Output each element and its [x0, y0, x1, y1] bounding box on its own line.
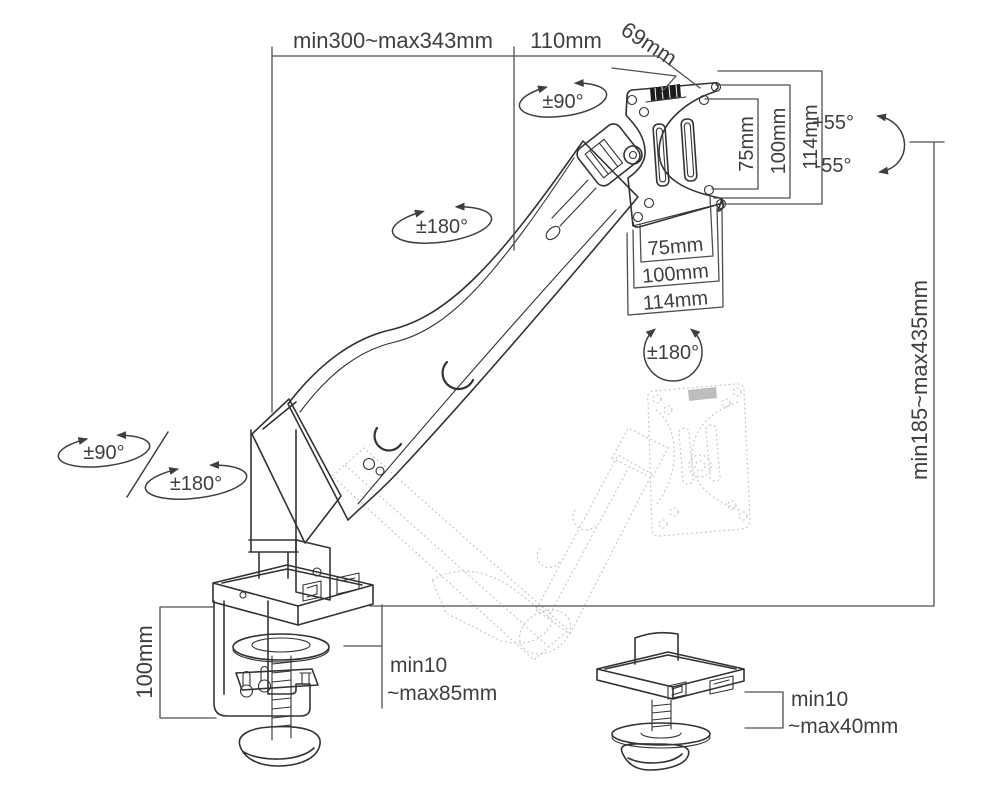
vesa-114-vertical-bracket: [717, 70, 823, 205]
base-swivel-90-label: ±90°: [83, 442, 124, 464]
grommet-mount-base: [596, 631, 745, 771]
vesa-plate-outline: [625, 82, 724, 228]
pole-and-base: [212, 429, 374, 626]
tilt-down-label: -55°: [815, 155, 852, 177]
desk-clamp: [213, 600, 330, 767]
vesa-h-114-label: 114mm: [642, 287, 709, 315]
tilt-arrow-icon: [876, 113, 906, 175]
ghost-cable-clips: [536, 509, 598, 569]
base-swivel-180-label: ±180°: [170, 473, 222, 495]
vesa-v-114-label: 114mm: [800, 104, 822, 169]
ghost-vesa-slot-right: [705, 424, 721, 482]
grommet-range-max-label: ~max40mm: [788, 715, 898, 738]
clamp-height-dimension: [159, 606, 217, 719]
grommet-flange: [611, 722, 711, 746]
clamp-wing-knob: [238, 725, 321, 767]
ghost-vesa-slot-left: [678, 427, 694, 485]
clamp-height-label: 100mm: [132, 625, 157, 698]
grommet-usb-ports: [667, 675, 734, 700]
ghost-arm-lowered-position: [331, 383, 751, 661]
ghost-vesa-holes: [652, 387, 748, 529]
vesa-100-horizontal-bracket: [632, 207, 720, 289]
offset-label: 110mm: [530, 28, 602, 53]
vesa-v-100-label: 100mm: [768, 108, 790, 175]
grommet-wing-knob: [620, 743, 690, 771]
height-range-label: min185~max435mm: [907, 280, 932, 480]
ghost-head-joint: [611, 427, 669, 479]
vesa-100-vertical-bracket: [713, 84, 791, 199]
vesa-h-75-label: 75mm: [647, 234, 704, 261]
head-swivel-label: ±90°: [542, 91, 583, 113]
height-range-dimension: [369, 141, 945, 607]
depth-leader-lines: [611, 55, 701, 94]
grommet-range-min-label: min10: [791, 688, 848, 711]
dimension-lines: [159, 46, 945, 729]
arm-rear-plate: [251, 398, 342, 544]
clamp-keyhole-slots: [242, 665, 269, 687]
arm-body: [287, 140, 639, 521]
ghost-clamp-foot: [431, 570, 554, 644]
base-screw-hole: [239, 591, 247, 599]
vesa-slots: [652, 118, 698, 187]
forearm-swivel-label: ±180°: [416, 216, 468, 238]
base-swivel-90-arrow-icon: [57, 431, 151, 468]
gas-spring-arm: [251, 123, 643, 601]
vesa-114-horizontal-bracket: [626, 209, 724, 316]
reach-label: min300~max343mm: [293, 28, 493, 53]
clamp-range-max-label: ~max85mm: [387, 682, 497, 705]
ghost-forearm: [535, 454, 653, 635]
vesa-75-horizontal-bracket: [639, 195, 714, 263]
clamp-thickness-bracket: [343, 604, 383, 709]
arm-head-clevis: [576, 123, 641, 187]
base-swivel-180-arrow-icon: [144, 460, 248, 500]
clamp-arm-plate: [235, 668, 319, 691]
vesa-h-100-label: 100mm: [641, 260, 709, 288]
forearm-swivel-arrow-icon: [391, 202, 493, 244]
tilt-pivot: [623, 145, 643, 165]
tilt-up-label: +55°: [812, 112, 854, 134]
vesa-plate: [625, 81, 727, 228]
arm-swivel-housing: [295, 539, 331, 601]
grommet-thickness-bracket: [744, 691, 784, 729]
vesa-v-75-label: 75mm: [736, 116, 758, 172]
head-swivel-arrow-icon: [518, 78, 608, 118]
dimension-labels: min300~max343mm 110mm 69mm ±90° ±180° ±9…: [83, 17, 932, 738]
base-usb-ports: [302, 572, 360, 602]
monitor-arm-artwork: [212, 81, 745, 771]
ghost-vesa-plate-waist: [655, 401, 741, 511]
clamp-range-min-label: min10: [390, 654, 447, 677]
grommet-threaded-rod: [651, 699, 672, 732]
ghost-elbow-joint: [518, 609, 572, 655]
ghost-vesa-plate-outline: [647, 383, 751, 537]
vesa-thumbscrew-knob: [650, 84, 681, 101]
cable-management-clips: [373, 360, 475, 452]
vesa-75-vertical-bracket: [704, 98, 759, 190]
ghost-vesa-knob: [688, 387, 717, 401]
ghost-lower-arm: [331, 447, 569, 661]
clamp-spacer-plate: [232, 633, 330, 661]
depth-label: 69mm: [617, 17, 682, 71]
rotation-indicators: [57, 78, 906, 500]
vesa-rotate-arrow-icon: [643, 328, 703, 382]
vesa-rotate-label: ±180°: [647, 342, 699, 364]
swivel-divider-slash: [126, 431, 169, 498]
